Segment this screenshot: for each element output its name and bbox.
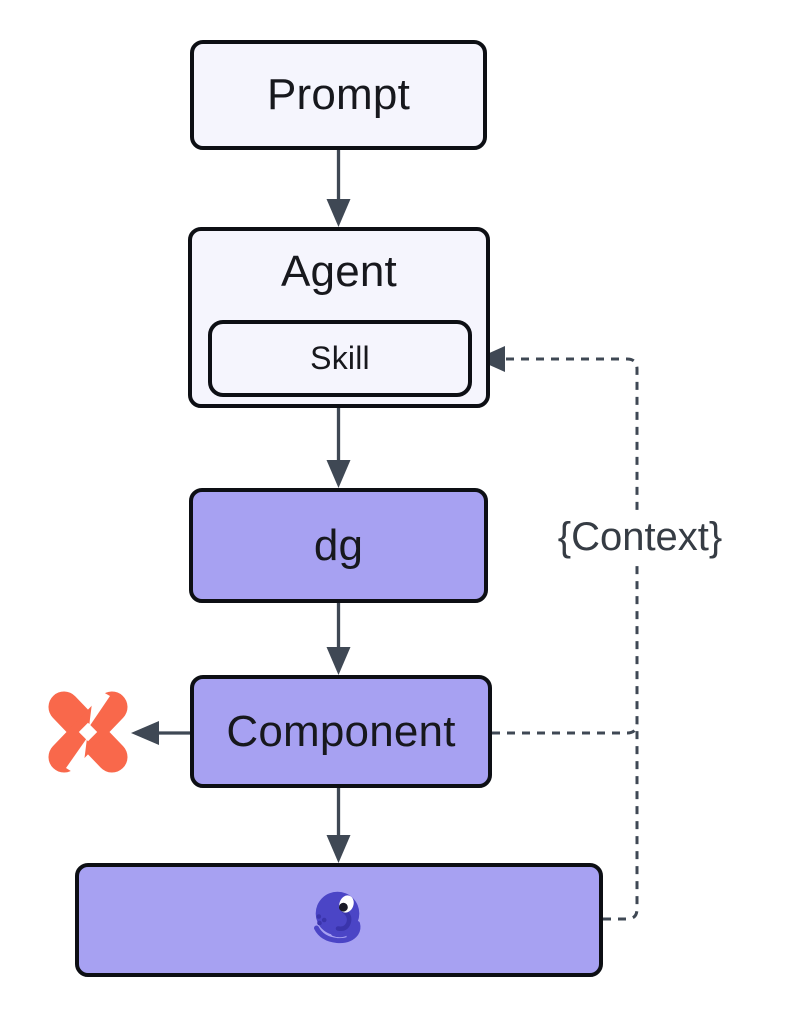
- arrow-agent-to-dg: [326, 408, 351, 488]
- octopus-logo-icon: [314, 891, 361, 944]
- node-label: Prompt: [266, 70, 411, 119]
- arrow-dg-to-component: [326, 603, 351, 675]
- node-label: dg: [313, 520, 364, 570]
- dashed-edge-context-to-skill: [476, 346, 639, 921]
- x-logo-icon: [48, 687, 128, 778]
- node-skill: Skill: [208, 320, 472, 397]
- octopus-pupil: [339, 902, 348, 912]
- node-prompt: Prompt: [190, 40, 487, 150]
- arrow-component-to-octopus-box: [326, 788, 351, 863]
- node-octopus-box: [75, 863, 603, 977]
- node-label: Component: [226, 706, 456, 756]
- arrow-prompt-to-agent: [326, 150, 351, 227]
- node-component: Component: [190, 675, 492, 788]
- dashed-edge-component-branch: [492, 722, 639, 735]
- node-dg: dg: [189, 488, 488, 603]
- node-label: Agent: [281, 247, 397, 296]
- arrow-component-to-x-logo: [131, 721, 190, 745]
- edge-label-context: {Context}: [557, 514, 723, 559]
- node-label: Skill: [310, 340, 370, 376]
